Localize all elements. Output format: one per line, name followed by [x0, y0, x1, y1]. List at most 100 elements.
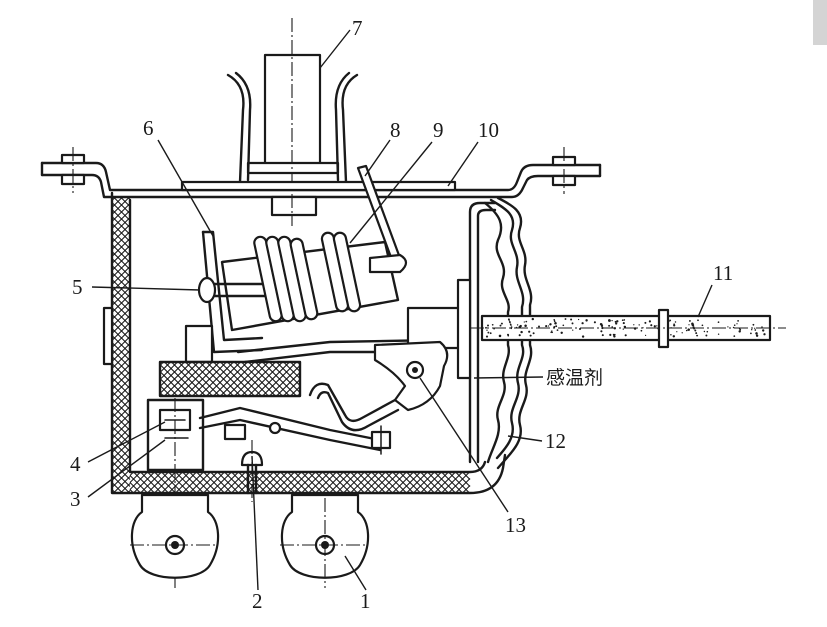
medium-dot — [669, 319, 672, 322]
medium-dot — [600, 330, 603, 333]
cover-plate — [180, 180, 457, 192]
callout-5: 5 — [72, 275, 201, 299]
medium-dot — [737, 320, 739, 322]
medium-dot — [650, 324, 653, 327]
hatch-line — [273, 471, 295, 494]
hatch-line — [111, 398, 131, 417]
hatch-line — [406, 471, 428, 494]
medium-dot — [524, 324, 527, 328]
hatch-line — [111, 448, 131, 467]
hatch-line — [159, 371, 185, 397]
hatch-line — [206, 361, 241, 397]
hatch-line — [217, 471, 239, 494]
hatch-line — [276, 361, 301, 386]
hatch-line — [462, 471, 471, 480]
hatch-line — [210, 471, 232, 494]
medium-dot — [644, 334, 647, 337]
medium-dot — [763, 333, 766, 336]
medium-dot — [674, 321, 677, 323]
medium-dot — [614, 333, 616, 336]
medium-dot — [528, 330, 531, 333]
hatch-line — [227, 361, 262, 397]
hatch-line — [220, 361, 255, 397]
medium-dot — [520, 330, 523, 334]
medium-dot — [733, 335, 736, 337]
medium-dot — [673, 324, 676, 327]
medium-dot — [519, 324, 522, 328]
medium-dot — [577, 318, 580, 321]
medium-dot — [510, 326, 513, 328]
medium-dot — [644, 321, 647, 324]
bellows-disc — [456, 278, 472, 380]
hatch-line — [269, 361, 301, 393]
housing — [102, 191, 507, 495]
hatch-line — [111, 230, 131, 249]
hatch-line — [129, 482, 141, 494]
right-mounting-bolt — [551, 147, 577, 194]
medium-dot — [733, 324, 736, 326]
hatch-line — [224, 471, 246, 494]
medium-dot — [750, 332, 752, 335]
hatch-line — [287, 471, 309, 494]
shaft-collar — [226, 71, 359, 184]
hatch-line — [159, 378, 178, 397]
medium-dot — [571, 322, 574, 325]
callout-label: 6 — [143, 116, 154, 140]
medium-dot — [555, 325, 558, 328]
medium-dot — [623, 319, 626, 321]
medium-dot — [754, 327, 756, 329]
hatch-line — [255, 361, 290, 397]
callout-label: 12 — [545, 429, 566, 453]
callout-4: 4 — [70, 421, 166, 476]
medium-dot — [736, 323, 738, 325]
hatch-line — [111, 343, 131, 362]
hatch-line — [111, 294, 131, 313]
hatch-line — [111, 405, 131, 424]
medium-dot — [556, 329, 559, 331]
medium-dot — [550, 331, 553, 334]
hatch-line — [171, 361, 206, 397]
medium-dot — [518, 334, 521, 337]
hatch-line — [111, 441, 131, 460]
hatch-line — [329, 471, 351, 494]
callout-10: 10 — [447, 118, 499, 187]
medium-dot — [738, 330, 741, 333]
callout-label: 3 — [70, 487, 81, 511]
hatch-line — [111, 336, 131, 355]
callout-12: 12 — [507, 429, 566, 453]
hatch-line — [111, 251, 131, 270]
medium-dot — [507, 334, 510, 337]
callout-1: 1 — [344, 555, 371, 613]
moving-contact — [268, 421, 282, 435]
hatch-line — [448, 471, 470, 494]
hatch-line — [111, 329, 131, 348]
hatch-line — [196, 471, 218, 494]
hatch-line — [133, 471, 155, 494]
hatch-line — [111, 203, 131, 222]
hatch-line — [111, 350, 131, 369]
hatch-line — [301, 471, 323, 494]
medium-dot — [717, 321, 720, 324]
hatch-line — [178, 361, 213, 397]
hatch-line — [111, 224, 131, 243]
hatch-line — [182, 471, 204, 494]
medium-dot — [562, 324, 565, 327]
medium-dot — [703, 330, 706, 333]
hatch-line — [111, 223, 131, 242]
medium-dot — [538, 325, 540, 328]
hatch-line — [111, 378, 131, 397]
medium-dot — [491, 323, 494, 326]
hatch-line — [159, 385, 171, 397]
hatch-line — [111, 287, 131, 306]
adjusting-shaft — [246, 18, 340, 226]
hatch-line — [111, 440, 131, 459]
linkage-plate — [236, 338, 442, 364]
medium-dot — [485, 335, 489, 338]
callout-label: 1 — [360, 589, 371, 613]
medium-dot — [622, 322, 625, 325]
medium-dot — [648, 320, 652, 323]
medium-dot — [621, 319, 624, 322]
medium-dot — [609, 333, 612, 337]
hatch-line — [168, 471, 190, 494]
